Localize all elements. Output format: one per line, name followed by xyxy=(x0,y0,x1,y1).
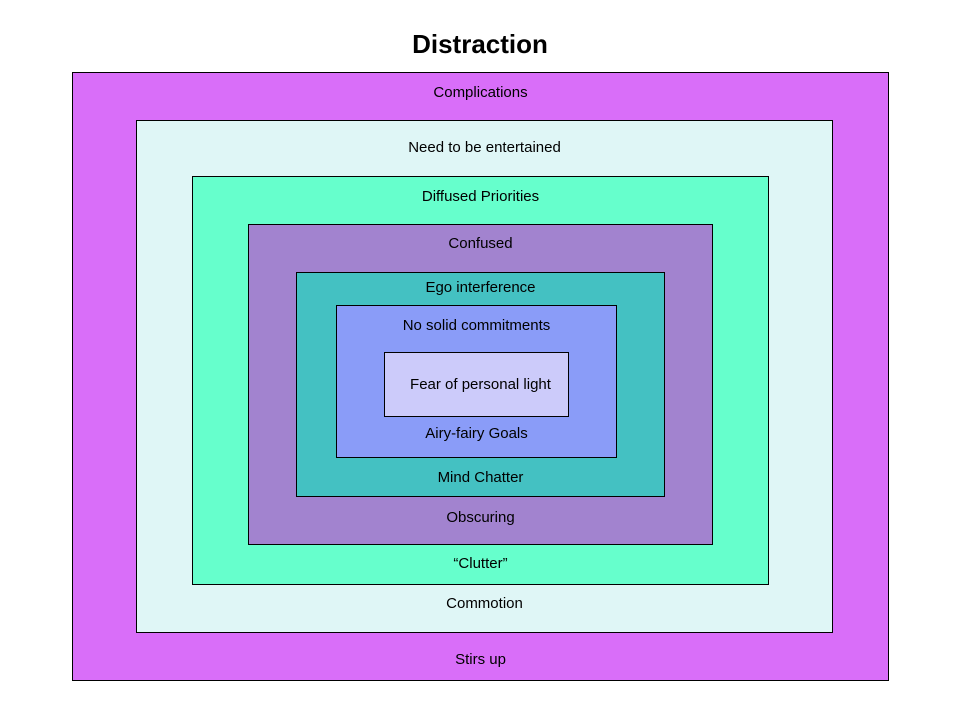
core-label: Fear of personal light xyxy=(410,376,551,393)
layer-1-top-label: Complications xyxy=(433,84,528,101)
diagram-title: Distraction xyxy=(412,29,548,59)
layer-3-bottom-label: “Clutter” xyxy=(453,555,508,572)
layer-5-top-label: Ego interference xyxy=(425,279,536,296)
layer-1-bottom-label: Stirs up xyxy=(455,651,506,668)
layer-6-top-label: No solid commitments xyxy=(402,317,551,334)
core-box: Fear of personal light xyxy=(384,352,569,417)
layer-4-top-label: Confused xyxy=(448,235,513,252)
layer-3-top-label: Diffused Priorities xyxy=(421,188,540,205)
layer-2-bottom-label: Commotion xyxy=(446,595,523,612)
layer-6-bottom-label: Airy-fairy Goals xyxy=(425,425,528,442)
layer-4-bottom-label: Obscuring xyxy=(446,509,515,526)
layer-2-top-label: Need to be entertained xyxy=(408,139,561,156)
layer-5-bottom-label: Mind Chatter xyxy=(437,469,524,486)
